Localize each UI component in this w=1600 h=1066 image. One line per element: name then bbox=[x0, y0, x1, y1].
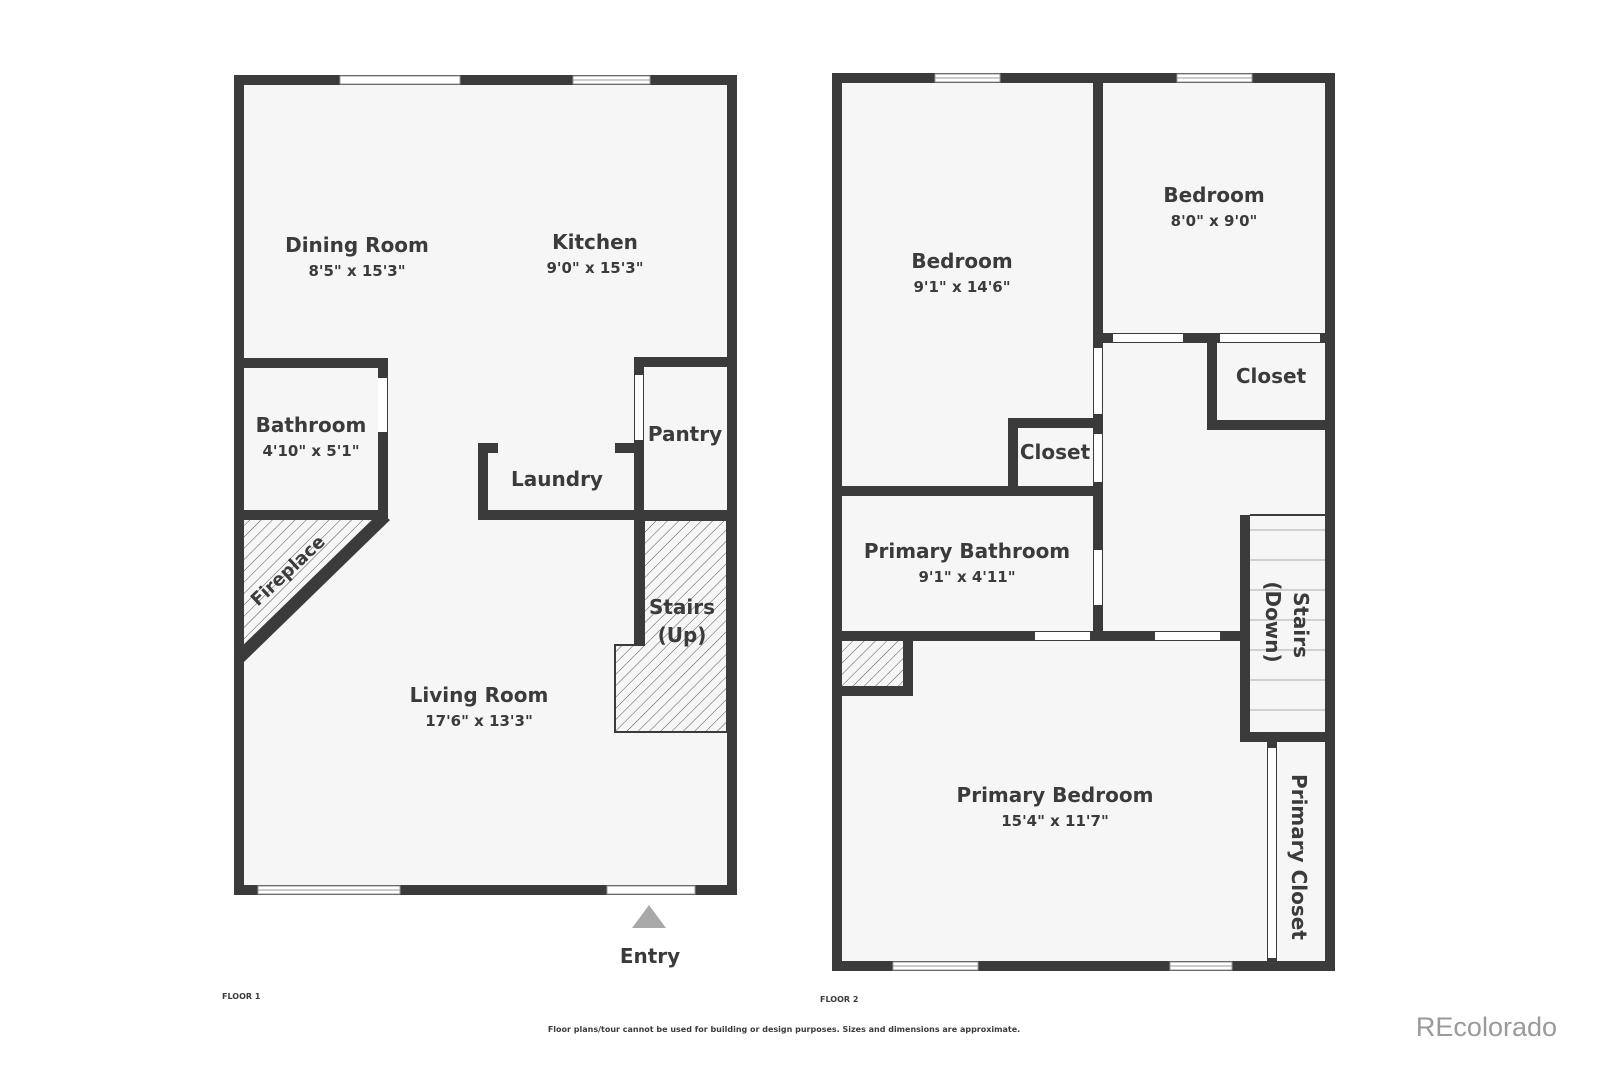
wall bbox=[378, 358, 388, 520]
wall bbox=[615, 443, 635, 453]
room-name-primary-bedroom: Primary Bedroom bbox=[957, 783, 1154, 807]
window bbox=[339, 75, 461, 85]
room-dim-bedroom-1: 9'1" x 14'6" bbox=[913, 278, 1010, 296]
fireplace-wall bbox=[238, 512, 390, 662]
wall bbox=[634, 357, 644, 645]
wall bbox=[1240, 732, 1335, 742]
door bbox=[1094, 434, 1102, 482]
room-name-living: Living Room bbox=[410, 683, 549, 707]
recolorado-logo: REcolorado bbox=[1416, 1012, 1557, 1042]
wall bbox=[903, 636, 913, 696]
room-dim-dining: 8'5" x 15'3" bbox=[308, 262, 405, 280]
room-name-pantry: Pantry bbox=[648, 422, 722, 446]
room-dim-primary-bath: 9'1" x 4'11" bbox=[918, 568, 1015, 586]
room-dim-primary-bedroom: 15'4" x 11'7" bbox=[1001, 812, 1109, 830]
entry-label: Entry bbox=[620, 944, 680, 968]
wall bbox=[1207, 420, 1335, 430]
stairs-up-label-1: Stairs bbox=[649, 595, 715, 619]
room-name-dining: Dining Room bbox=[285, 233, 429, 257]
wall bbox=[634, 520, 644, 645]
door bbox=[1220, 334, 1320, 342]
floor-1-plan: Dining Room 8'5" x 15'3" Kitchen 9'0" x … bbox=[222, 75, 737, 1001]
room-dim-kitchen: 9'0" x 15'3" bbox=[546, 259, 643, 277]
wall bbox=[832, 486, 1103, 496]
door bbox=[1113, 334, 1183, 342]
wall bbox=[478, 443, 498, 453]
room-name-bedroom-1: Bedroom bbox=[911, 249, 1012, 273]
entry-door bbox=[606, 885, 696, 895]
pantry-door bbox=[635, 375, 643, 440]
door bbox=[1094, 348, 1102, 414]
room-name-primary-closet: Primary Closet bbox=[1287, 774, 1311, 940]
primary-closet-door bbox=[1268, 748, 1276, 958]
wall bbox=[478, 510, 737, 520]
wall bbox=[1207, 333, 1217, 430]
room-dim-bathroom: 4'10" x 5'1" bbox=[262, 442, 359, 460]
wall bbox=[234, 358, 388, 368]
wall bbox=[634, 357, 737, 367]
door bbox=[1094, 550, 1102, 605]
room-name-bathroom: Bathroom bbox=[256, 413, 367, 437]
room-name-laundry: Laundry bbox=[511, 467, 603, 491]
disclaimer: Floor plans/tour cannot be used for buil… bbox=[548, 1025, 1020, 1034]
floor-2-plan: Bedroom 9'1" x 14'6" Bedroom 8'0" x 9'0"… bbox=[820, 73, 1335, 1004]
room-name-closet-2: Closet bbox=[1236, 364, 1307, 388]
wall bbox=[1240, 515, 1250, 742]
room-name-closet-1: Closet bbox=[1020, 440, 1091, 464]
hatched-area bbox=[842, 641, 904, 687]
room-dim-living: 17'6" x 13'3" bbox=[425, 712, 533, 730]
door bbox=[1035, 632, 1090, 640]
wall bbox=[1008, 418, 1018, 494]
room-name-bedroom-2: Bedroom bbox=[1163, 183, 1264, 207]
floor-2-label: FLOOR 2 bbox=[820, 995, 858, 1004]
room-name-kitchen: Kitchen bbox=[552, 230, 638, 254]
stairs-down-area bbox=[1250, 514, 1325, 711]
door bbox=[1155, 632, 1220, 640]
wall bbox=[478, 443, 488, 520]
room-dim-bedroom-2: 8'0" x 9'0" bbox=[1171, 212, 1258, 230]
stairs-down-label-1: Stairs bbox=[1289, 592, 1313, 658]
stairs-up-label-2: (Up) bbox=[658, 623, 707, 647]
floor-1-label: FLOOR 1 bbox=[222, 992, 261, 1001]
entry-arrow-icon bbox=[632, 905, 666, 928]
wall bbox=[1008, 418, 1103, 428]
wall bbox=[832, 686, 913, 696]
stairs-down-label-2: (Down) bbox=[1261, 581, 1285, 662]
bathroom-door bbox=[378, 378, 387, 432]
wall bbox=[234, 510, 388, 520]
room-name-primary-bath: Primary Bathroom bbox=[864, 539, 1070, 563]
